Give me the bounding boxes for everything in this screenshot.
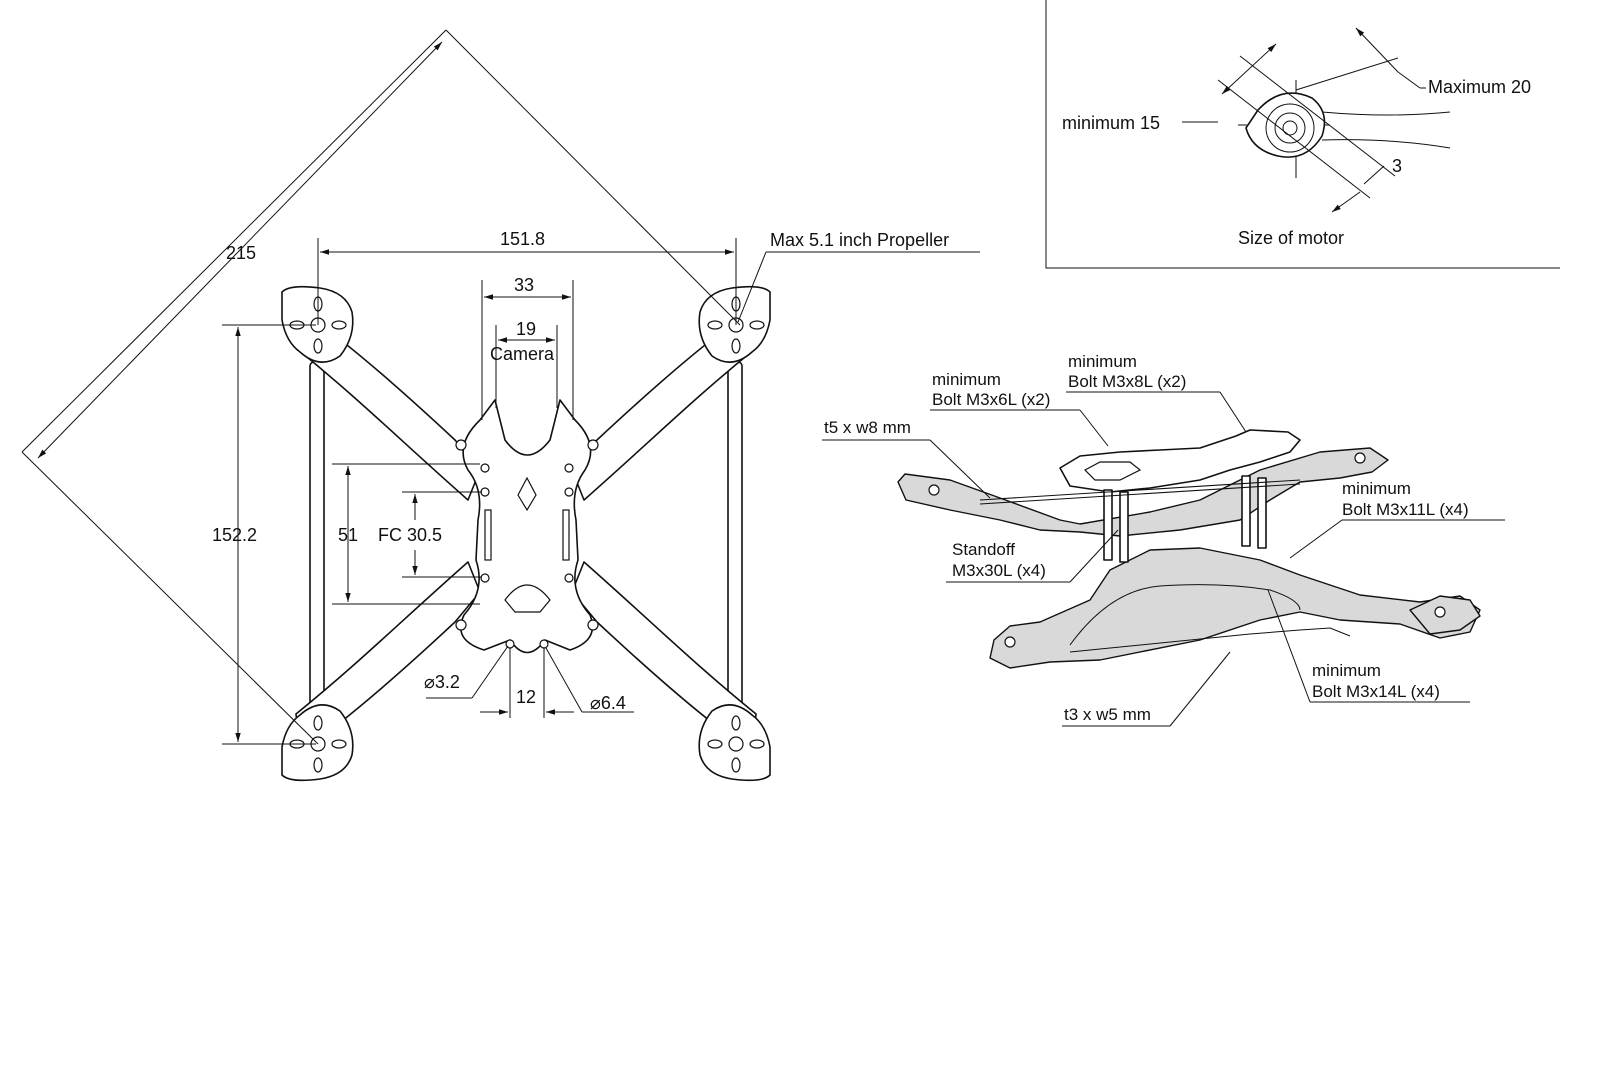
bolt8-line2: Bolt M3x8L (x2) — [1068, 372, 1186, 391]
motor-max-label: Maximum 20 — [1428, 77, 1531, 97]
iso-standoffs — [1103, 475, 1267, 563]
motor-pad-rear-left — [281, 704, 354, 782]
cam-outer-label: 33 — [514, 275, 534, 295]
dim-hole-spacing — [480, 648, 574, 718]
standoff-line1: Standoff — [952, 540, 1015, 559]
bolt6-line1: minimum — [932, 370, 1001, 389]
diagonal-label: 215 — [226, 243, 256, 263]
hole-spacing-label: 12 — [516, 687, 536, 707]
iso-top-plate — [897, 447, 1389, 537]
top-view: 215 151.8 Max 5.1 inch Propeller 33 19 C… — [21, 29, 980, 782]
dim-propeller-leader — [737, 251, 980, 323]
motor-min-label: minimum 15 — [1062, 113, 1160, 133]
bolt6-line2: Bolt M3x6L (x2) — [932, 390, 1050, 409]
bottom-label: t3 x w5 mm — [1064, 705, 1151, 724]
dim-body — [332, 463, 480, 605]
bolt14-line1: minimum — [1312, 661, 1381, 680]
width-label: 151.8 — [500, 229, 545, 249]
propeller-label: Max 5.1 inch Propeller — [770, 230, 949, 250]
hole-large-label: ⌀6.4 — [590, 693, 626, 713]
fc-label: FC 30.5 — [378, 525, 442, 545]
hole-small-label: ⌀3.2 — [424, 672, 460, 692]
iso-bottom-plate — [989, 547, 1481, 669]
motor-pad-front-left — [281, 285, 354, 363]
dim-hole-small — [426, 645, 509, 699]
dim-camera-outer — [481, 280, 574, 420]
dim-width — [317, 238, 737, 325]
bolt14-line2: Bolt M3x14L (x4) — [1312, 682, 1440, 701]
bolt11-line1: minimum — [1342, 479, 1411, 498]
motor-three-label: 3 — [1392, 156, 1402, 176]
dim-fc — [402, 491, 482, 578]
dim-hole-large — [545, 647, 634, 713]
motor-inset — [1045, 0, 1560, 269]
dim-diagonal — [21, 29, 741, 745]
body-label: 51 — [338, 525, 358, 545]
motor-pad-rear-right — [698, 704, 771, 782]
bolt11-line2: Bolt M3x11L (x4) — [1342, 500, 1469, 519]
arm-label: t5 x w8 mm — [824, 418, 911, 437]
length-label: 152.2 — [212, 525, 257, 545]
standoff-line2: M3x30L (x4) — [952, 561, 1046, 580]
motor-pad-front-right — [698, 285, 771, 363]
camera-label: Camera — [490, 344, 555, 364]
iso-view — [822, 391, 1505, 727]
bolt8-line1: minimum — [1068, 352, 1137, 371]
cam-inner-label: 19 — [516, 319, 536, 339]
motor-caption: Size of motor — [1238, 228, 1344, 248]
dim-camera-inner — [495, 325, 558, 408]
center-body — [455, 399, 599, 654]
dim-length — [222, 324, 316, 745]
